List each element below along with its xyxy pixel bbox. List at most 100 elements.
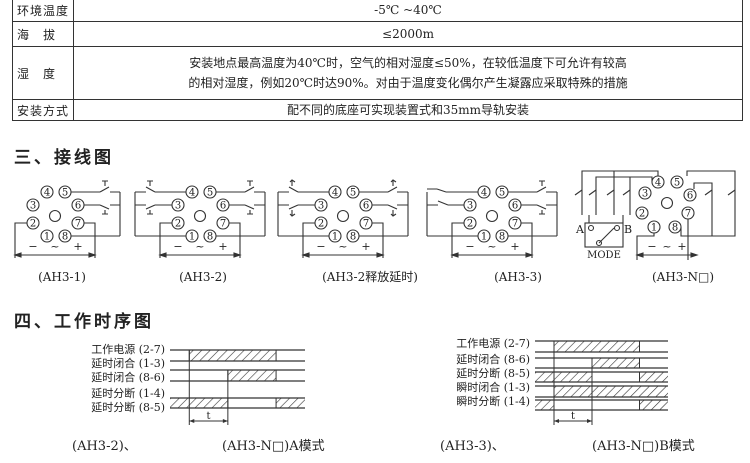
on-interval xyxy=(554,386,668,397)
pin-number: 3 xyxy=(318,201,324,212)
timing-diagram-a: 工作电源 (2-7)延时闭合 (1-3)延时闭合 (8-6)延时分断 (1-4)… xyxy=(91,342,305,425)
pin-number: 6 xyxy=(512,201,518,212)
supply-minus-label: − xyxy=(316,240,325,253)
pin-number: 4 xyxy=(189,188,195,199)
pin-number: 1 xyxy=(481,232,487,243)
supply-plus-label: + xyxy=(218,240,227,253)
pin-circle xyxy=(463,198,477,212)
pin-circle xyxy=(203,185,217,199)
diagram-label-ah3-n: (AH3-N□) xyxy=(652,270,714,284)
timing-caption-ah3-2: (AH3-2)、 xyxy=(72,439,137,454)
pin-number: 7 xyxy=(220,219,226,230)
supply-minus-label: − xyxy=(647,240,656,253)
on-interval xyxy=(535,400,554,410)
on-interval xyxy=(639,372,668,382)
pin-circle xyxy=(495,229,509,243)
signal-label: 延时分断 (1-4) xyxy=(91,386,165,400)
timing-caption-ah3-3: (AH3-3)、 xyxy=(440,439,505,454)
signal-label: 瞬时闭合 (1-3) xyxy=(456,380,530,394)
timing-caption-mode-b: (AH3-N□)B模式 xyxy=(592,439,695,454)
pin-number: 5 xyxy=(499,188,505,199)
pin-number: 8 xyxy=(350,232,356,243)
pin-circle xyxy=(346,185,360,199)
pin-number: 5 xyxy=(62,188,68,199)
signal-label: 瞬时分断 (1-4) xyxy=(456,394,530,408)
pin-number: 4 xyxy=(655,178,661,189)
pin-number: 3 xyxy=(30,201,36,212)
supply-ac-label: ~ xyxy=(50,240,59,253)
pin-circle xyxy=(477,229,491,243)
pin-number: 7 xyxy=(685,209,691,220)
pin-number: 3 xyxy=(467,201,473,212)
pin-number: 4 xyxy=(481,188,487,199)
pin-number: 2 xyxy=(318,219,324,230)
on-interval xyxy=(592,358,640,368)
pin-number: 7 xyxy=(75,219,81,230)
mode-b-label: B xyxy=(624,223,632,236)
pin-number: 8 xyxy=(62,232,68,243)
pin-number: 3 xyxy=(175,201,181,212)
pin-circle xyxy=(40,229,54,243)
supply-minus-label: − xyxy=(465,240,474,253)
pin-number: 4 xyxy=(44,188,50,199)
pin-circle xyxy=(683,188,697,202)
pin-circle xyxy=(508,198,522,212)
pin-number: 6 xyxy=(75,201,81,212)
pin-number: 5 xyxy=(207,188,213,199)
on-interval xyxy=(639,400,668,410)
signal-label: 延时闭合 (8-6) xyxy=(91,370,165,384)
supply-ac-label: ~ xyxy=(338,240,347,253)
pin-circle xyxy=(346,229,360,243)
pin-number: 5 xyxy=(350,188,356,199)
pin-circle xyxy=(638,186,652,200)
diagram-label-ah3-3: (AH3-3) xyxy=(494,270,542,284)
signal-label: 工作电源 (2-7) xyxy=(456,336,530,350)
table-row: 湿 度安装地点最高温度为40℃时，空气的相对湿度≤50%，在较低温度下可允许有较… xyxy=(11,46,743,100)
table-row: 安装方式配不同的底座可实现装置式和35mm导轨安装 xyxy=(11,99,743,121)
spec-table: 环境温度-5℃ ~40℃ 海 拔≤2000m 湿 度安装地点最高温度为40℃时，… xyxy=(11,0,743,121)
pin-number: 6 xyxy=(363,201,369,212)
on-interval xyxy=(189,350,277,361)
delay-t-label: t xyxy=(571,411,575,422)
spec-key: 安装方式 xyxy=(11,99,75,121)
signal-label: 延时闭合 (8-6) xyxy=(456,352,530,366)
signal-label: 延时分断 (8-5) xyxy=(91,400,165,414)
pin-number: 7 xyxy=(512,219,518,230)
pin-number: 6 xyxy=(220,201,226,212)
on-interval xyxy=(276,398,305,408)
pin-number: 8 xyxy=(672,223,678,234)
pin-circle xyxy=(40,185,54,199)
pin-number: 6 xyxy=(687,191,693,202)
pin-circle xyxy=(71,216,85,230)
mode-a-label: A xyxy=(575,223,585,236)
pin-circle xyxy=(26,216,40,230)
pin-circle xyxy=(359,198,373,212)
pin-circle xyxy=(71,198,85,212)
mode-label: MODE xyxy=(587,250,621,261)
key-slot-icon xyxy=(193,209,207,223)
wires xyxy=(13,170,736,260)
key-slot-icon xyxy=(660,196,674,210)
pin-circle xyxy=(171,198,185,212)
pin-number: 8 xyxy=(499,232,505,243)
pin-circle xyxy=(58,229,72,243)
pin-circle xyxy=(58,185,72,199)
pin-circle xyxy=(670,175,684,189)
delay-t-label: t xyxy=(207,411,211,422)
pin-circle xyxy=(171,216,185,230)
pin-number: 2 xyxy=(175,219,181,230)
supply-minus-label: − xyxy=(173,240,182,253)
pin-number: 3 xyxy=(642,189,648,200)
spec-key: 湿 度 xyxy=(11,46,75,100)
pin-number: 1 xyxy=(44,232,50,243)
pin-circle xyxy=(328,229,342,243)
key-slot-icon xyxy=(485,209,499,223)
pin-circle xyxy=(314,216,328,230)
supply-plus-label: + xyxy=(361,240,370,253)
spec-value: 安装地点最高温度为40℃时，空气的相对湿度≤50%，在较低温度下可允许有较高的相… xyxy=(73,46,743,100)
pin-circle xyxy=(647,220,661,234)
pin-circle xyxy=(359,216,373,230)
spec-key: 环境温度 xyxy=(11,0,75,22)
on-interval xyxy=(535,372,592,382)
